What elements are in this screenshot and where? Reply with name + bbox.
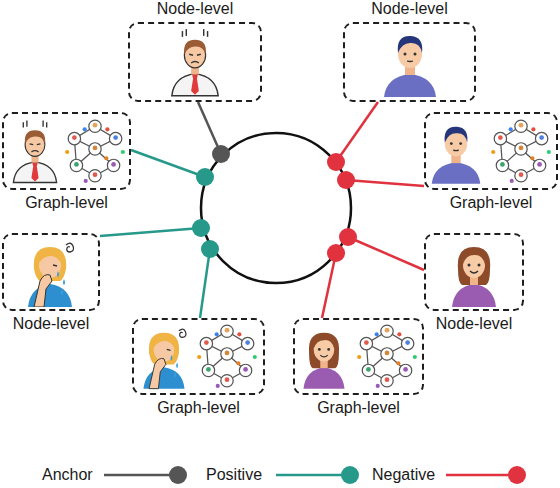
level-label: Node-level xyxy=(13,315,89,333)
level-label: Graph-level xyxy=(25,194,108,212)
dashed-box: Graph-level xyxy=(132,318,265,395)
level-label: Graph-level xyxy=(157,399,240,417)
level-label: Node-level xyxy=(371,0,447,18)
legend-text: Negative xyxy=(372,466,435,484)
dashed-box: Node-level xyxy=(2,233,100,311)
dashed-box: Node-level xyxy=(343,22,476,102)
dashed-box: Node-level xyxy=(128,22,262,102)
legend-text: Anchor xyxy=(42,466,93,484)
legend-text: Positive xyxy=(206,466,262,484)
dashed-box: Graph-level xyxy=(293,318,424,395)
level-label: Graph-level xyxy=(317,399,400,417)
dashed-box: Graph-level xyxy=(424,112,558,190)
level-label: Graph-level xyxy=(450,194,533,212)
level-label: Node-level xyxy=(157,0,233,18)
dashed-box: Node-level xyxy=(424,233,524,311)
dashed-box: Graph-level xyxy=(2,112,131,190)
level-label: Node-level xyxy=(436,315,512,333)
